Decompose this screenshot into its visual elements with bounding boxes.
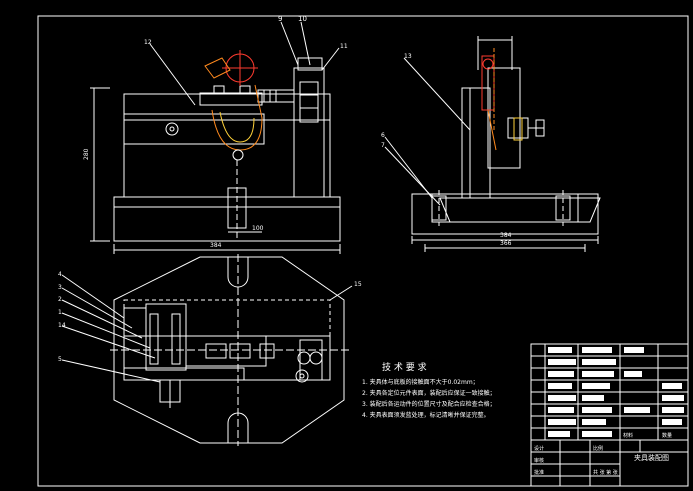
front-slider-arm <box>123 113 265 145</box>
label-qty: 数量 <box>662 432 672 439</box>
side-clamp-lever <box>481 48 523 151</box>
callout-4: 4 <box>58 271 62 278</box>
dim-front-height: 280 <box>83 148 90 160</box>
drawing-name: 夹具装配图 <box>634 453 669 462</box>
front-clamp-lever <box>204 50 263 161</box>
requirement-1: 1. 夹具体与底板的接触面不大于0.02mm； <box>362 378 479 386</box>
dim-side-width-2: 366 <box>500 240 512 247</box>
plan-u-slot-bottom <box>227 412 249 443</box>
dim-side-width: 384 <box>500 232 512 239</box>
label-approver: 批准 <box>534 469 544 476</box>
callout-12: 12 <box>144 39 152 46</box>
dim-front-width: 384 <box>210 242 222 249</box>
callout-10: 10 <box>298 15 307 23</box>
plan-outline <box>113 256 345 444</box>
technical-requirements: 技 术 要 求 1. 夹具体与底板的接触面不大于0.02mm； 2. 夹具各定位… <box>362 361 496 419</box>
requirements-title: 技 术 要 求 <box>382 361 427 373</box>
title-block-cells <box>548 347 684 437</box>
front-base-plate <box>113 196 341 242</box>
callout-14: 14 <box>58 322 66 329</box>
label-sheet: 共 张 第 张 <box>593 469 618 476</box>
requirement-3: 3. 装配后各运动件的位置尺寸及配合应检查合格； <box>362 400 496 408</box>
requirement-2: 2. 夹具各定位元件表面，装配后应保证一致接触； <box>362 389 496 397</box>
plan-view <box>61 254 353 446</box>
callout-11: 11 <box>340 43 348 50</box>
requirement-4: 4. 夹具表面须发蓝处理，标记清晰并保证完整。 <box>362 411 490 419</box>
title-block-text: 夹具装配图 设计 审核 批准 比例 共 张 第 张 材料 数量 <box>534 432 672 476</box>
front-view <box>90 21 341 254</box>
callout-6: 6 <box>381 132 385 139</box>
side-column <box>461 87 491 199</box>
callout-15: 15 <box>354 281 362 288</box>
label-scale: 比例 <box>593 445 603 452</box>
label-checker: 审核 <box>534 457 544 464</box>
label-designer: 设计 <box>534 445 544 452</box>
dimension-labels: 384 280 100 384 366 <box>83 148 512 249</box>
label-material: 材料 <box>623 432 633 439</box>
callout-1: 1 <box>58 309 62 316</box>
side-view <box>384 36 601 252</box>
callout-3: 3 <box>58 284 62 291</box>
front-column <box>293 67 325 198</box>
callout-9: 9 <box>278 15 282 23</box>
callout-5: 5 <box>58 356 62 363</box>
front-slider-bore <box>165 122 179 136</box>
callout-13: 13 <box>404 53 412 60</box>
callout-2: 2 <box>58 296 62 303</box>
dim-front-bottom: 100 <box>252 225 264 232</box>
callout-7: 7 <box>381 142 385 149</box>
title-block <box>530 343 689 487</box>
callout-labels: 9 10 11 12 13 6 7 4 3 2 1 14 5 15 <box>58 15 412 363</box>
drawing-frame <box>37 15 689 487</box>
